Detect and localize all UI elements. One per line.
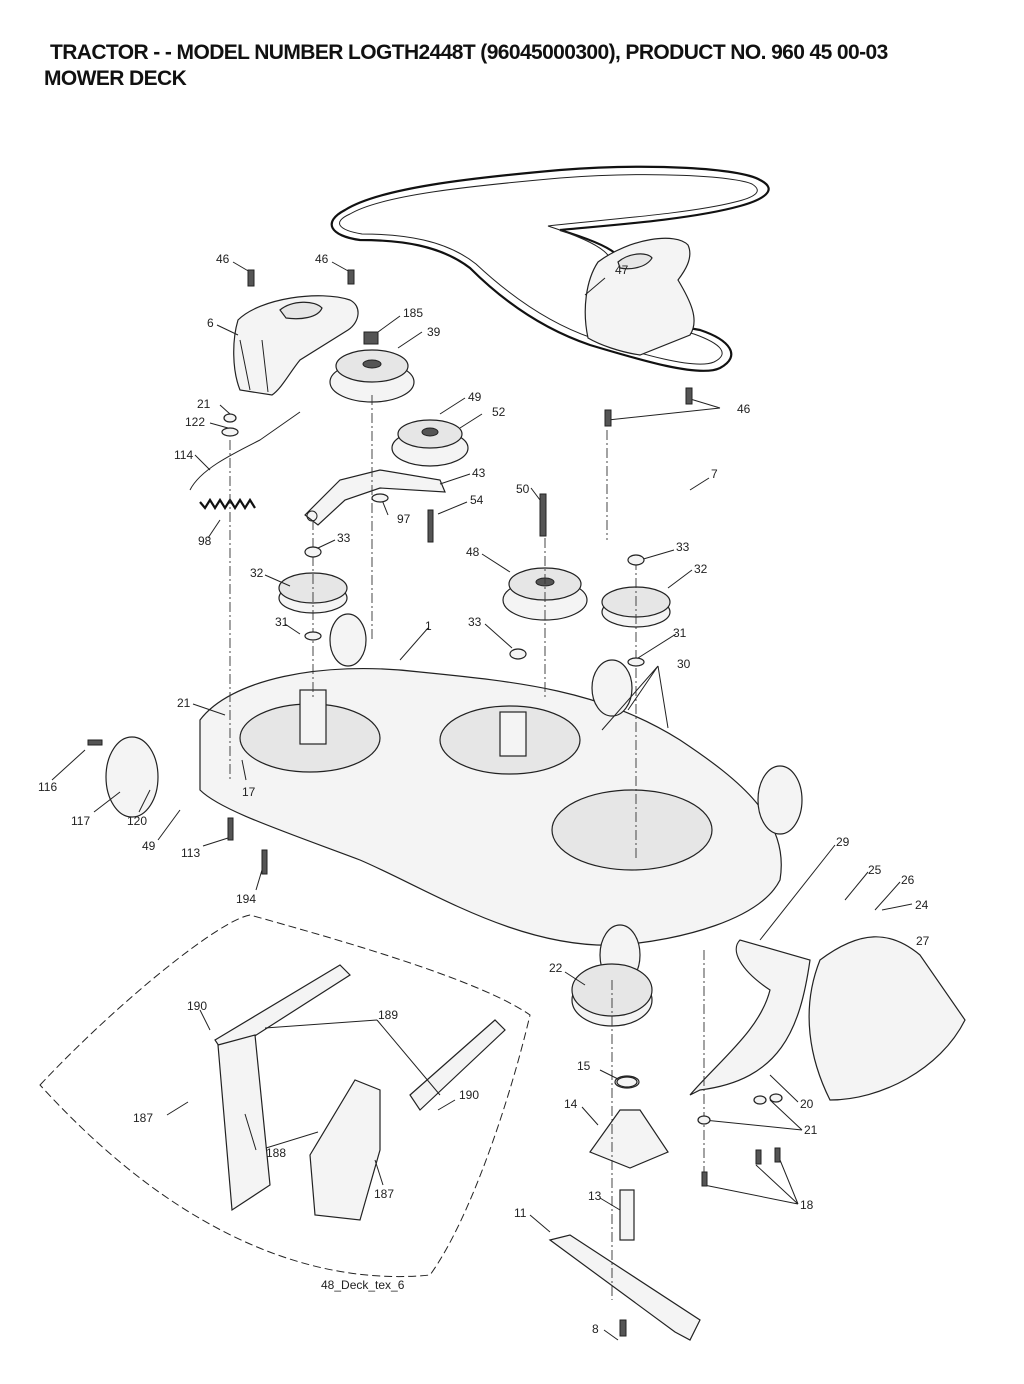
callout-13: 13 bbox=[588, 1189, 602, 1203]
diagram-footer-code: 48_Deck_tex_6 bbox=[321, 1278, 405, 1292]
callout-21-b: 21 bbox=[177, 696, 191, 710]
callout-20: 20 bbox=[800, 1097, 814, 1111]
callout-8: 8 bbox=[592, 1322, 599, 1336]
callout-11: 11 bbox=[514, 1206, 527, 1220]
callout-1: 1 bbox=[425, 619, 432, 633]
callout-31-a: 31 bbox=[275, 615, 289, 629]
mower-deck-shell bbox=[199, 667, 782, 946]
callout-30: 30 bbox=[677, 657, 691, 671]
callout-187-b: 187 bbox=[374, 1187, 394, 1201]
callout-49-b: 49 bbox=[142, 839, 156, 853]
idler-arm bbox=[304, 469, 446, 526]
callout-120: 120 bbox=[127, 814, 147, 828]
callout-188: 188 bbox=[266, 1146, 286, 1160]
callout-17: 17 bbox=[242, 785, 256, 799]
callout-46-b: 46 bbox=[315, 252, 329, 266]
page-title: TRACTOR - - MODEL NUMBER LOGTH2448T (960… bbox=[50, 41, 888, 64]
callout-117: 117 bbox=[71, 814, 90, 828]
callout-32-b: 32 bbox=[694, 562, 708, 576]
blade-spindle bbox=[571, 963, 669, 1241]
callout-116: 116 bbox=[38, 780, 57, 794]
callout-32-a: 32 bbox=[250, 566, 264, 580]
callout-7: 7 bbox=[711, 467, 718, 481]
leader-lines bbox=[51, 261, 913, 1341]
callout-47: 47 bbox=[615, 263, 629, 277]
callout-24: 24 bbox=[915, 898, 929, 912]
discharge-chute bbox=[689, 936, 966, 1101]
callout-97: 97 bbox=[397, 512, 411, 526]
callout-185: 185 bbox=[403, 306, 423, 320]
callout-26: 26 bbox=[901, 873, 915, 887]
callout-43: 43 bbox=[472, 466, 486, 480]
callout-114: 114 bbox=[174, 448, 193, 462]
callout-18: 18 bbox=[800, 1198, 814, 1212]
callout-190-b: 190 bbox=[459, 1088, 479, 1102]
callout-122: 122 bbox=[185, 415, 205, 429]
callout-15: 15 bbox=[577, 1059, 591, 1073]
callout-113: 113 bbox=[181, 846, 200, 860]
callout-98: 98 bbox=[198, 534, 212, 548]
belt-cover-left bbox=[233, 295, 359, 396]
callout-labels: 46 46 47 6 185 39 21 46 122 49 52 114 43… bbox=[38, 252, 930, 1336]
callout-194: 194 bbox=[236, 892, 256, 906]
callout-46-a: 46 bbox=[216, 252, 230, 266]
callout-33-b: 33 bbox=[676, 540, 690, 554]
hardware-fasteners bbox=[87, 269, 783, 1337]
tension-spring bbox=[189, 411, 301, 511]
title-block: TRACTOR - - MODEL NUMBER LOGTH2448T (960… bbox=[44, 40, 1004, 92]
callout-6: 6 bbox=[207, 316, 214, 330]
callout-39: 39 bbox=[427, 325, 441, 339]
callout-22: 22 bbox=[549, 961, 563, 975]
callout-50: 50 bbox=[516, 482, 530, 496]
callout-33-a: 33 bbox=[337, 531, 351, 545]
callout-27: 27 bbox=[916, 934, 930, 948]
belt-cover-right bbox=[584, 237, 695, 356]
callout-46-c: 46 bbox=[737, 402, 751, 416]
callout-54: 54 bbox=[470, 493, 484, 507]
hanger-bracket-inset bbox=[39, 914, 531, 1278]
callout-31-b: 31 bbox=[673, 626, 687, 640]
assembly-lines bbox=[229, 395, 705, 1300]
drive-belt bbox=[330, 165, 770, 372]
callout-48: 48 bbox=[466, 545, 480, 559]
callout-14: 14 bbox=[564, 1097, 578, 1111]
callout-190-a: 190 bbox=[187, 999, 207, 1013]
idler-pulley-52 bbox=[391, 419, 469, 467]
callout-21-c: 21 bbox=[804, 1123, 818, 1137]
idler-pulley-39 bbox=[329, 331, 415, 403]
callout-21-a: 21 bbox=[197, 397, 211, 411]
gauge-wheels bbox=[105, 613, 803, 986]
mower-blade bbox=[548, 1234, 701, 1341]
page-subtitle: MOWER DECK bbox=[44, 67, 187, 90]
callout-49-a: 49 bbox=[468, 390, 482, 404]
callout-189: 189 bbox=[378, 1008, 398, 1022]
callout-187-a: 187 bbox=[133, 1111, 153, 1125]
callout-33-c: 33 bbox=[468, 615, 482, 629]
callout-25: 25 bbox=[868, 863, 882, 877]
callout-29: 29 bbox=[836, 835, 850, 849]
callout-52: 52 bbox=[492, 405, 506, 419]
